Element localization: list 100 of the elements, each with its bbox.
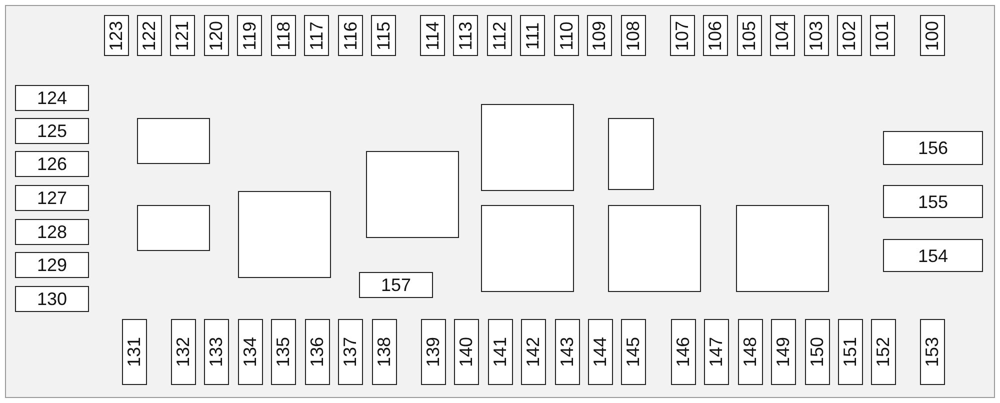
fuse-slot [520, 15, 545, 56]
fuse-number: 118 [274, 21, 294, 50]
fuse-number: 105 [740, 20, 760, 51]
fuse-slot [420, 15, 445, 56]
fuse-slot [587, 15, 612, 56]
fuse-slot [238, 319, 263, 385]
fuse-slot [837, 15, 862, 56]
fuse-number: 140 [456, 336, 476, 368]
fuse-number: 137 [340, 336, 360, 368]
fuse-number: 117 [306, 21, 326, 50]
fuse-number: 147 [706, 336, 726, 368]
relay-box [238, 191, 331, 278]
fuse-number: 129 [36, 255, 68, 275]
fuse-slot [521, 319, 546, 385]
fuse-slot [737, 15, 762, 56]
relay-box [736, 205, 829, 292]
fuse-number: 145 [624, 336, 644, 368]
fuse-slot [883, 239, 983, 272]
fuse-number: 135 [274, 336, 294, 368]
fuse-number: 115 [374, 21, 394, 50]
fuse-number: 146 [674, 336, 694, 368]
fuse-slot [104, 15, 129, 56]
fuse-number: 139 [424, 336, 444, 368]
fuse-number: 148 [740, 336, 760, 368]
fuse-slot [703, 15, 728, 56]
fuse-number: 152 [874, 336, 894, 368]
relay-box [137, 118, 210, 164]
fuse-number: 106 [706, 20, 726, 51]
fuse-slot [738, 319, 763, 385]
fuse-slot [454, 319, 479, 385]
fuse-number: 114 [422, 21, 442, 50]
relay-box [366, 151, 459, 238]
relay-box [137, 205, 210, 251]
fuse-number: 144 [590, 336, 610, 368]
relay-box [608, 205, 701, 292]
fuse-slot [883, 131, 983, 165]
fuse-number: 110 [556, 21, 576, 50]
fuse-number: 120 [206, 20, 226, 51]
fuse-slot [271, 15, 296, 56]
fuse-number: 127 [36, 188, 68, 208]
fuse-number: 112 [490, 21, 510, 50]
fuse-slot [421, 319, 446, 385]
fuse-slot [487, 15, 512, 56]
fuse-number: 130 [36, 289, 68, 309]
fuse-number: 121 [172, 20, 192, 51]
fuse-slot [671, 319, 696, 385]
fuse-number: 101 [872, 20, 892, 51]
fuse-slot [920, 15, 945, 56]
fuse-slot [305, 319, 330, 385]
fuse-number: 136 [308, 336, 328, 368]
fuse-slot [15, 286, 89, 312]
fuse-slot [920, 319, 945, 385]
fuse-number: 143 [558, 336, 578, 368]
fuse-slot [15, 252, 89, 278]
fuse-slot [122, 319, 147, 385]
fuse-slot [204, 15, 229, 56]
fuse-number: 149 [774, 336, 794, 368]
fuse-number: 126 [36, 154, 68, 174]
relay-box [481, 205, 574, 292]
fuse-slot [588, 319, 613, 385]
fuse-slot [372, 319, 397, 385]
fuse-slot [15, 118, 89, 144]
fuse-number: 154 [918, 246, 948, 266]
fuse-slot [237, 15, 262, 56]
fuse-slot [453, 15, 478, 56]
fuse-number: 151 [840, 336, 860, 368]
fuse-number: 116 [340, 21, 360, 50]
fuse-number: 138 [374, 336, 394, 368]
fuse-number: 128 [36, 222, 68, 242]
fuse-slot [488, 319, 513, 385]
fuse-number: 111 [522, 22, 542, 50]
relay-box [608, 118, 654, 190]
fuse-number: 153 [922, 336, 942, 368]
fuse-number: 104 [772, 20, 792, 51]
fuse-slot [871, 319, 896, 385]
fuse-number: 156 [918, 138, 948, 158]
fuse-slot [15, 185, 89, 211]
fuse-number: 113 [456, 21, 476, 50]
fuse-number: 123 [106, 20, 126, 51]
fuse-number: 132 [174, 336, 194, 368]
fuse-number: 107 [672, 20, 692, 51]
fuse-slot [704, 319, 729, 385]
fuse-number: 108 [624, 20, 644, 51]
relay-box [481, 104, 574, 191]
fuse-number: 142 [524, 336, 544, 368]
fuse-slot [371, 15, 396, 56]
fuse-number: 131 [124, 336, 144, 368]
fuse-slot [804, 15, 829, 56]
fuse-slot [554, 15, 579, 56]
fuse-slot [359, 272, 433, 298]
fuse-slot [15, 151, 89, 177]
fuse-number: 150 [808, 336, 828, 368]
fuse-slot [670, 15, 695, 56]
fuse-number: 102 [840, 20, 860, 51]
fuse-slot [338, 15, 363, 56]
fuse-slot [838, 319, 863, 385]
fuse-number: 141 [490, 336, 510, 368]
fuse-number: 103 [806, 20, 826, 51]
fuse-slot [883, 185, 983, 218]
fuse-slot [171, 319, 196, 385]
